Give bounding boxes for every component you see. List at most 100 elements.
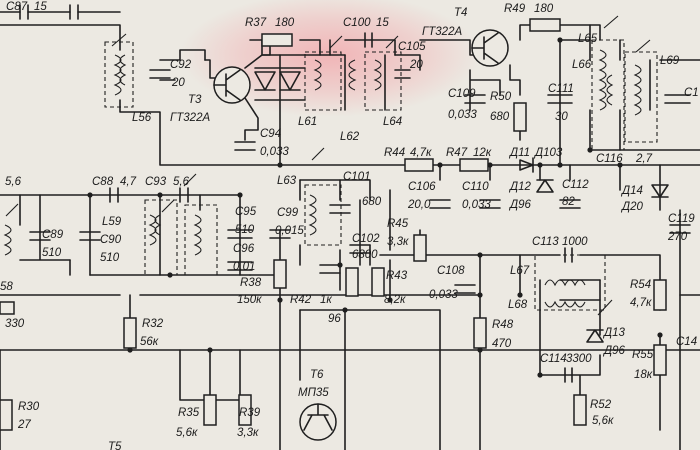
label-r39: R39 xyxy=(239,407,261,419)
highlight-region xyxy=(180,0,480,117)
label-l62: L62 xyxy=(340,131,360,143)
coil-shields xyxy=(104,39,658,311)
label-r48-value: 470 xyxy=(492,338,512,350)
label-r30: R30 xyxy=(18,401,40,413)
label-c100-value: 15 xyxy=(376,17,389,29)
label-c106: С106 xyxy=(408,181,436,193)
label-r32: R32 xyxy=(142,318,164,330)
label-r49-value: 180 xyxy=(534,3,554,15)
label-r50: R50 xyxy=(490,91,512,103)
label-c89: С89 xyxy=(42,229,64,241)
label-r45: R45 xyxy=(387,218,409,230)
tuning-arrows xyxy=(5,15,651,316)
label-r45-value: 3,3к xyxy=(387,236,409,248)
label-c106-value: 20,0 xyxy=(407,199,431,211)
label-c114-value: 3300 xyxy=(566,353,592,365)
label-l63: L63 xyxy=(277,175,297,187)
label-c111: С111 xyxy=(548,83,574,95)
label-l68: L68 xyxy=(508,299,528,311)
label-d14: Д14 xyxy=(620,185,643,197)
label-l67: L67 xyxy=(510,265,530,277)
transistors xyxy=(213,29,509,441)
wires xyxy=(0,11,700,450)
label-t4-type: ГТ322А xyxy=(422,26,462,38)
label-r48: R48 xyxy=(492,319,514,331)
label-c101: С101 xyxy=(343,171,371,183)
label-c119: С119 xyxy=(668,213,695,225)
label-l59: L59 xyxy=(102,216,122,228)
label-l61: L61 xyxy=(298,116,317,128)
coils xyxy=(3,49,642,308)
label-58: 58 xyxy=(0,281,13,293)
label-t6: Т6 xyxy=(310,369,324,381)
label-r37-value: 180 xyxy=(275,17,295,29)
label-l64: L64 xyxy=(383,116,402,128)
label-c113-value: 1000 xyxy=(562,236,588,248)
label-c90: С90 xyxy=(100,234,122,246)
label-r30-value: 27 xyxy=(17,419,31,431)
label-c88: С88 xyxy=(92,176,114,188)
label-c87: С87 xyxy=(6,1,28,13)
label-r47-value: 12к xyxy=(473,147,492,159)
label-t3: Т3 xyxy=(188,94,202,106)
label-c1-cut: С1 xyxy=(684,87,699,99)
label-r43: R43 xyxy=(386,270,408,282)
label-c105: С105 xyxy=(398,41,426,53)
label-c89-value: 510 xyxy=(42,247,62,259)
label-c114: С114 xyxy=(540,353,567,365)
label-r52-value: 5,6к xyxy=(592,415,614,427)
label-c99: С99 xyxy=(277,207,299,219)
label-c88-value: 4,7 xyxy=(120,176,137,188)
label-r54: R54 xyxy=(630,279,651,291)
label-t3-type: ГТ322А xyxy=(170,112,210,124)
label-r37: R37 xyxy=(245,17,267,29)
label-5-6: 5,6 xyxy=(5,176,22,188)
label-d11: Д11 xyxy=(508,147,530,159)
label-r55-value: 18к xyxy=(634,369,653,381)
label-r35-value: 5,6к xyxy=(176,427,198,439)
label-c93-value: 5,6 xyxy=(173,176,190,188)
label-d13-type: Д96 xyxy=(602,345,625,357)
label-r47: R47 xyxy=(446,147,468,159)
label-c93: С93 xyxy=(145,176,167,188)
label-c99-value: 0,015 xyxy=(275,225,304,237)
label-c111-value: 30 xyxy=(555,111,568,123)
label-c112: С112 xyxy=(562,179,589,191)
label-c96-value: 0,01 xyxy=(233,261,255,273)
label-d13: Д13 xyxy=(602,327,625,339)
label-r32-value: 56к xyxy=(140,336,159,348)
label-r50-value: 680 xyxy=(490,111,510,123)
label-330: 330 xyxy=(5,318,25,330)
label-r55: R55 xyxy=(632,349,654,361)
label-c109: С109 xyxy=(448,88,476,100)
label-c87-value: 15 xyxy=(34,1,47,13)
label-c116-value: 2,7 xyxy=(635,153,653,165)
label-c108: С108 xyxy=(437,265,465,277)
label-r54-value: 4,7к xyxy=(630,297,652,309)
label-c92: С92 xyxy=(170,59,192,71)
label-r39-value: 3,3к xyxy=(237,427,259,439)
label-r44: R44 xyxy=(384,147,405,159)
label-r43-value: 8,2к xyxy=(384,294,406,306)
label-r44-value: 4,7к xyxy=(410,147,432,159)
label-c92-value: 20 xyxy=(171,77,185,89)
label-r52: R52 xyxy=(590,399,612,411)
label-r35: R35 xyxy=(178,407,200,419)
label-c109-value: 0,033 xyxy=(448,109,477,121)
label-d12-type: Д96 xyxy=(508,199,531,211)
diodes xyxy=(254,71,669,343)
label-c96: С96 xyxy=(233,243,255,255)
label-l66: L66 xyxy=(572,59,592,71)
label-c113: С113 xyxy=(532,236,559,248)
label-r42-value: 1к xyxy=(320,294,332,306)
label-c108-value: 0,033 xyxy=(429,289,458,301)
label-r42: R42 xyxy=(290,294,312,306)
label-96: 96 xyxy=(328,313,341,325)
label-d14-type: Д20 xyxy=(620,201,643,213)
label-c110: С110 xyxy=(462,181,489,193)
label-c14-cut: С14 xyxy=(676,336,697,348)
label-l56: L56 xyxy=(132,112,152,124)
label-l69: L69 xyxy=(660,55,680,67)
